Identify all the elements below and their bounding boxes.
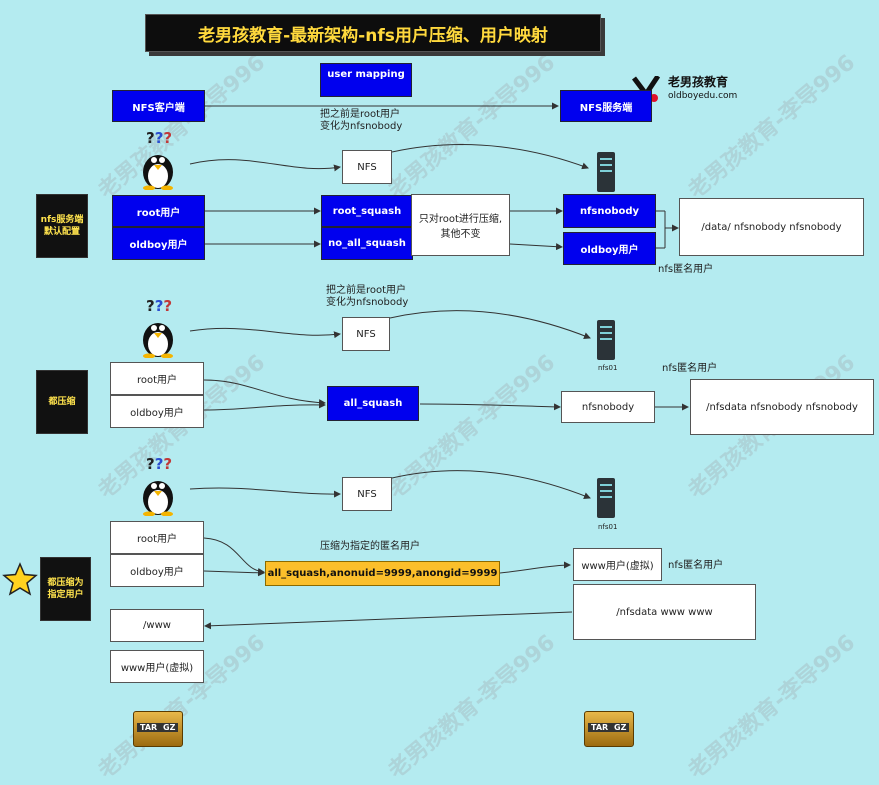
section2-root-user: root用户 (110, 362, 204, 395)
question-marks: ??? (146, 129, 173, 147)
section1-nfs-box: NFS (342, 150, 392, 184)
www-dir-box: /www (110, 609, 204, 642)
section1-label: nfs服务端 默认配置 (36, 194, 88, 258)
section2-label: 都压缩 (36, 370, 88, 434)
logo-url: oldboyedu.com (668, 91, 738, 101)
section3-label: 都压缩为 指定用户 (40, 557, 91, 621)
squash-option-box: all_squash,anonuid=9999,anongid=9999 (265, 561, 500, 586)
section3-anon-label: nfs匿名用户 (668, 560, 724, 571)
question-marks: ??? (146, 455, 173, 473)
gz-label: GZ (160, 723, 179, 732)
section2-nfs-box: NFS (342, 317, 390, 351)
section1-note-box: 只对root进行压缩, 其他不变 (411, 194, 510, 256)
section1-oldboy-user: oldboy用户 (112, 227, 205, 260)
connector-lines (189, 102, 689, 630)
no-all-squash-box: no_all_squash (321, 227, 413, 260)
tar-label: TAR (588, 723, 612, 732)
root-squash-box: root_squash (321, 195, 413, 227)
section2-anon-label: nfs匿名用户 (662, 363, 718, 374)
section3-data-box: /nfsdata www www (573, 584, 756, 640)
section1-root-user: root用户 (112, 195, 205, 227)
section2-nfsnobody: nfsnobody (561, 391, 655, 423)
section2-data-box: /nfsdata nfsnobody nfsnobody (690, 379, 874, 435)
nfs-client-box: NFS客户端 (112, 90, 205, 122)
section2-oldboy-user: oldboy用户 (110, 395, 204, 428)
section2-note: 把之前是root用户 变化为nfsnobody (326, 285, 409, 308)
section3-root-user: root用户 (110, 521, 204, 554)
all-squash-box: all_squash (327, 386, 419, 421)
section3-server-name: nfs01 (598, 523, 618, 531)
section3-note: 压缩为指定的匿名用户 (320, 541, 420, 552)
question-marks: ??? (146, 297, 173, 315)
section2-server-name: nfs01 (598, 364, 618, 372)
gz-label: GZ (611, 723, 630, 732)
penguin-icon: ??? (134, 129, 194, 192)
tar-label: TAR (137, 723, 161, 732)
tar-gz-archive-icon: TAR GZ (133, 711, 183, 747)
section1-data-box: /data/ nfsnobody nfsnobody (679, 198, 864, 256)
penguin-icon: ??? (134, 297, 194, 360)
server-icon (597, 152, 615, 192)
header-note: 把之前是root用户 变化为nfsnobody (320, 109, 403, 132)
page-title: 老男孩教育-最新架构-nfs用户压缩、用户映射 (145, 14, 601, 52)
penguin-icon: ??? (134, 455, 194, 518)
section3-www-user: www用户(虚拟) (573, 548, 662, 581)
nfs-server-box: NFS服务端 (560, 90, 652, 122)
logo-name: 老男孩教育 (668, 75, 729, 89)
tar-gz-archive-icon: TAR GZ (584, 711, 634, 747)
section3-nfs-box: NFS (342, 477, 392, 511)
server-icon (597, 320, 615, 360)
star-icon (2, 562, 38, 596)
section3-oldboy-user: oldboy用户 (110, 554, 204, 587)
user-mapping-box: user mapping (320, 63, 412, 97)
section1-oldboy-user-right: oldboy用户 (563, 232, 656, 265)
section1-nfsnobody: nfsnobody (563, 194, 656, 228)
server-icon (597, 478, 615, 518)
www-user-left-box: www用户(虚拟) (110, 650, 204, 683)
section1-anon-label: nfs匿名用户 (658, 264, 714, 275)
